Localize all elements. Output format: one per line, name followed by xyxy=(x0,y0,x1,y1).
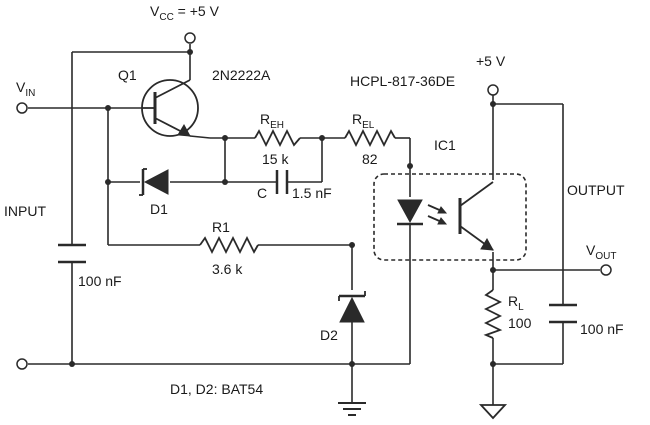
cap-c-value-label: 1.5 nF xyxy=(292,185,332,201)
ground-symbol-output xyxy=(478,404,508,420)
reh-value-label: 15 k xyxy=(262,151,289,167)
q1-part-label: 2N2222A xyxy=(212,67,271,83)
vcc-terminal xyxy=(184,32,196,44)
vin-label: VIN xyxy=(16,79,35,99)
ic1-optocoupler-symbol xyxy=(373,173,527,261)
d1-label: D1 xyxy=(150,201,168,217)
input-capacitor-symbol xyxy=(58,243,86,264)
r1-label: R1 xyxy=(212,219,230,235)
d2-label: D2 xyxy=(320,327,338,343)
q1-label: Q1 xyxy=(118,67,137,83)
diodes-note-label: D1, D2: BAT54 xyxy=(170,381,263,397)
opto-part-label: HCPL-817-36DE xyxy=(350,73,455,89)
rl-value-label: 100 xyxy=(508,315,532,331)
d2-diode-symbol xyxy=(338,291,366,323)
input-cap-value-label: 100 nF xyxy=(78,273,122,289)
q1-transistor-symbol xyxy=(141,79,199,137)
rl-resistor-symbol xyxy=(483,289,503,339)
output-cap-value-label: 100 nF xyxy=(580,321,624,337)
wires xyxy=(28,44,600,405)
terminals xyxy=(16,32,612,370)
vin-terminal xyxy=(16,102,28,114)
cap-c-label: C xyxy=(257,185,267,201)
r1-resistor-symbol xyxy=(199,235,259,255)
junction-nodes xyxy=(69,49,496,367)
vout-label: VOUT xyxy=(586,242,616,262)
rl-label: RL xyxy=(508,293,524,313)
rel-value-label: 82 xyxy=(362,151,378,167)
input-label: INPUT xyxy=(4,203,46,219)
reh-resistor-symbol xyxy=(254,128,301,148)
ic1-label: IC1 xyxy=(434,137,456,153)
d1-diode-symbol xyxy=(139,168,169,196)
input-ground-terminal xyxy=(16,358,28,370)
reh-label: REH xyxy=(260,111,284,131)
c-capacitor-symbol xyxy=(275,170,289,194)
output-capacitor-symbol xyxy=(549,303,577,324)
r1-value-label: 3.6 k xyxy=(212,261,243,277)
plus5-terminal xyxy=(487,84,499,96)
output-label: OUTPUT xyxy=(567,182,625,198)
rel-label: REL xyxy=(352,111,375,131)
plus5-label: +5 V xyxy=(476,53,506,69)
vcc-label: VCC = +5 V xyxy=(150,3,220,23)
rel-resistor-symbol xyxy=(344,128,396,148)
ground-symbol-d2 xyxy=(338,402,366,416)
vout-terminal xyxy=(600,264,612,276)
